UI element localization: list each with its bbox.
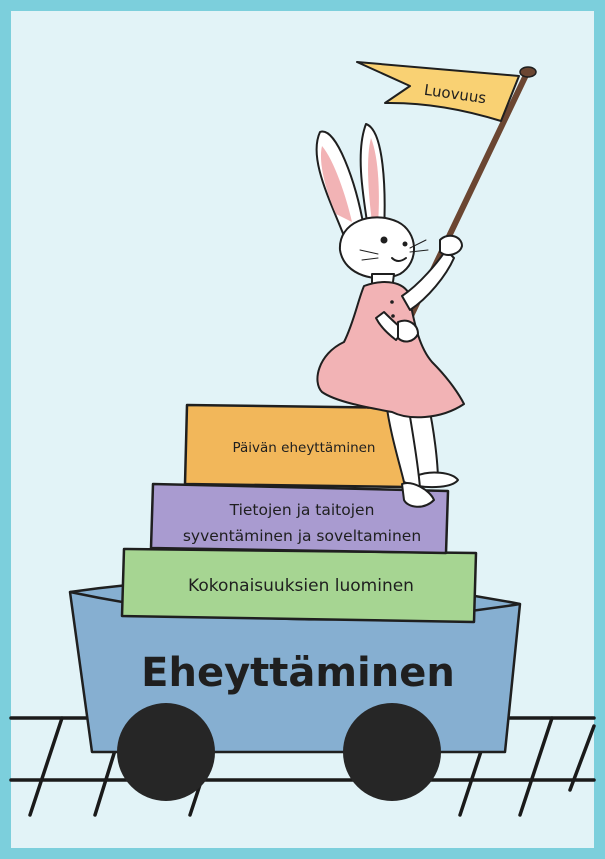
rabbit-foot-right (415, 471, 459, 489)
rabbit-eye (380, 236, 388, 244)
rabbit-character (315, 123, 465, 508)
block-middle-label-line1: Tietojen ja taitojen (229, 501, 375, 519)
block-top-label: Päivän eheyttäminen (232, 440, 375, 456)
rabbit-foot-left (401, 482, 435, 508)
block-middle (149, 482, 450, 555)
rabbit-head (338, 216, 415, 280)
wheel-right (343, 703, 441, 801)
rabbit-hand-raised (439, 234, 463, 256)
rabbit-hand-lower (397, 319, 419, 343)
block-middle-label-line2: syventäminen ja soveltaminen (183, 527, 421, 545)
flag: Luovuus (356, 61, 520, 122)
wheel-left (117, 703, 215, 801)
cart-wheels (117, 703, 441, 801)
cart-label: Eheyttäminen (141, 650, 455, 696)
rabbit-arm-raised (401, 249, 455, 311)
block-bottom-label: Kokonaisuuksien luominen (188, 576, 414, 596)
